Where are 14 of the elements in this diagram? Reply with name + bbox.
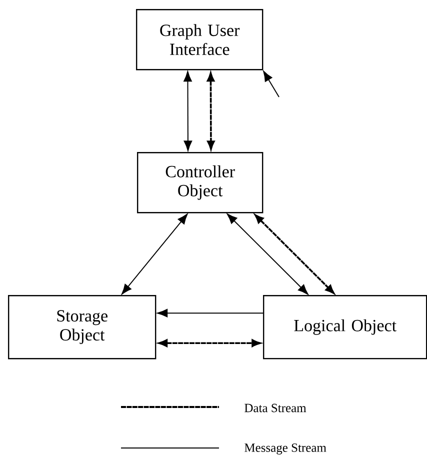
arrow: [206, 72, 215, 150]
arrow: [254, 214, 334, 294]
legend-text: Message Stream: [244, 444, 326, 454]
arrow: [184, 71, 192, 152]
legend-text: Data Stream: [244, 404, 306, 412]
arrow: [157, 308, 264, 318]
arrow: [158, 339, 261, 347]
process-box: Graph User Interface: [136, 9, 264, 70]
arrow: [122, 214, 188, 294]
arrow: [226, 214, 308, 295]
process-box: Logical Object: [263, 295, 427, 360]
process-box: Storage Object: [8, 295, 156, 360]
arrow: [263, 70, 280, 98]
process-box: Controller Object: [137, 152, 264, 214]
